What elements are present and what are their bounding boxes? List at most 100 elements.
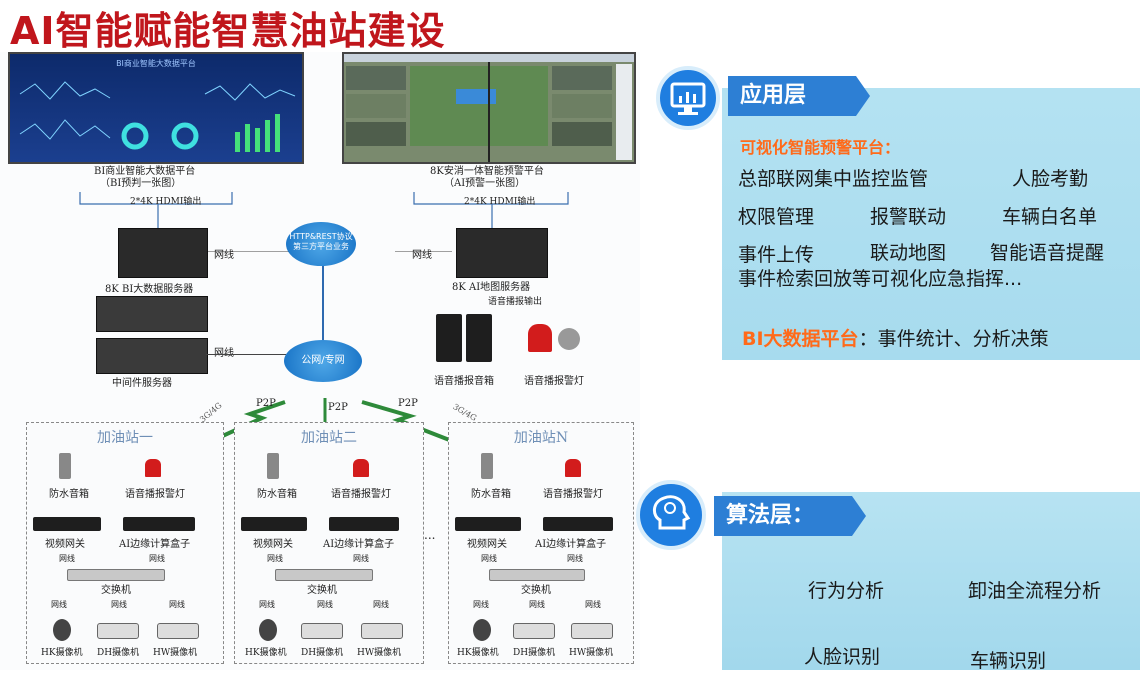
hdmi-right-label: 2*4K HDMI输出 bbox=[464, 197, 536, 207]
bullet-camera-icon bbox=[361, 623, 403, 639]
alarm-light-icon bbox=[145, 459, 161, 477]
cloud-link-arrow bbox=[322, 266, 324, 340]
edge-label: AI边缘计算盒子 bbox=[323, 539, 395, 550]
video-gateway-icon bbox=[241, 517, 307, 531]
bi-platform-text: ：事件统计、分析决策 bbox=[858, 328, 1049, 350]
edge-box-icon bbox=[329, 517, 399, 531]
algo-item: 卸油全流程分析 bbox=[968, 580, 1102, 602]
bullet-camera-icon bbox=[301, 623, 343, 639]
net-label-right-top: 网线 bbox=[412, 250, 432, 261]
ai-monitor-screen bbox=[342, 52, 636, 164]
bullet-camera-icon bbox=[571, 623, 613, 639]
network-cloud-icon: 公网/专网 bbox=[284, 340, 362, 382]
dome-camera-icon bbox=[473, 619, 491, 641]
ai-screen-graphics bbox=[344, 54, 634, 162]
net-label-left-mid: 网线 bbox=[214, 344, 234, 359]
app-feature: 总部联网集中监控监管 bbox=[738, 168, 929, 190]
camera-label: DH摄像机 bbox=[97, 648, 140, 658]
gateway-label: 视频网关 bbox=[253, 539, 293, 550]
net-label: 网线 bbox=[169, 600, 185, 609]
speaker-label: 防水音箱 bbox=[49, 489, 89, 500]
edge-box-icon bbox=[123, 517, 195, 531]
station-title: 加油站二 bbox=[301, 430, 357, 446]
bi-screen-title: BI商业智能大数据平台 bbox=[116, 59, 196, 68]
alarm-label: 语音播报警灯 bbox=[125, 489, 185, 500]
bi-server-label: 8K BI大数据服务器 bbox=[105, 284, 194, 295]
dome-camera-icon bbox=[53, 619, 71, 641]
camera-label: HK摄像机 bbox=[41, 648, 83, 658]
net-label: 网线 bbox=[59, 554, 75, 563]
algo-item: 车辆识别 bbox=[970, 650, 1047, 672]
net-label: 网线 bbox=[529, 600, 545, 609]
page-title: AI智能赋能智慧油站建设 bbox=[10, 9, 446, 53]
application-layer-panel: 可视化智能预警平台： 总部联网集中监控监管 人脸考勤 权限管理 报警联动 车辆白… bbox=[722, 88, 1140, 360]
switch-label: 交换机 bbox=[307, 585, 337, 596]
app-feature: 报警联动 bbox=[870, 206, 947, 228]
alarm-light-icon bbox=[565, 459, 581, 477]
ellipsis: ... bbox=[424, 528, 436, 542]
middleware-server-icon bbox=[96, 338, 208, 374]
middleware-label: 中间件服务器 bbox=[112, 378, 172, 389]
server-unit-icon bbox=[96, 296, 208, 332]
hdmi-left-label: 2*4K HDMI输出 bbox=[130, 197, 202, 207]
bi-platform-label: BI大数据平台 bbox=[742, 328, 859, 350]
speaker-right-icon bbox=[466, 314, 492, 362]
app-feature: 智能语音提醒 bbox=[990, 242, 1105, 264]
bullet-camera-icon bbox=[513, 623, 555, 639]
ai-server-label: 8K AI地图服务器 bbox=[452, 282, 531, 293]
algorithm-layer-tab: 算法层： bbox=[714, 496, 866, 536]
switch-icon bbox=[489, 569, 585, 581]
bi-caption-1: BI商业智能大数据平台 bbox=[94, 166, 196, 177]
algo-item: 人脸识别 bbox=[804, 646, 881, 668]
camera-label: HK摄像机 bbox=[245, 648, 287, 658]
bullet-camera-icon bbox=[97, 623, 139, 639]
ai-caption-2: （AI预警一张图） bbox=[444, 178, 526, 189]
architecture-diagram: BI商业智能大数据平台 BI商业智能大数据平台 （BI预判一张图） 8K安消一体… bbox=[0, 52, 640, 670]
dome-camera-icon bbox=[259, 619, 277, 641]
gateway-label: 视频网关 bbox=[467, 539, 507, 550]
speaker-box-label: 语音播报音箱 bbox=[434, 376, 494, 387]
algo-item: 行为分析 bbox=[808, 580, 885, 602]
net-label: 网线 bbox=[585, 600, 601, 609]
net-label: 网线 bbox=[267, 554, 283, 563]
bullet-camera-icon bbox=[157, 623, 199, 639]
switch-icon bbox=[67, 569, 165, 581]
switch-label: 交换机 bbox=[521, 585, 551, 596]
net-label: 网线 bbox=[481, 554, 497, 563]
app-feature: 车辆白名单 bbox=[1002, 206, 1098, 228]
cloud-top-line-1: HTTP&REST协议 bbox=[289, 232, 353, 241]
diagram-connectors bbox=[79, 192, 569, 252]
alarm-light-label: 语音播报警灯 bbox=[524, 376, 584, 387]
monitor-chart-icon bbox=[656, 66, 720, 130]
app-feature: 人脸考勤 bbox=[1012, 168, 1089, 190]
video-gateway-icon bbox=[455, 517, 521, 531]
net-label: 网线 bbox=[51, 600, 67, 609]
third-party-cloud-icon: HTTP&REST协议 第三方平台业务 bbox=[286, 222, 356, 266]
station-title: 加油站一 bbox=[97, 430, 153, 446]
alarm-label: 语音播报警灯 bbox=[543, 489, 603, 500]
bi-caption-2: （BI预判一张图） bbox=[100, 178, 182, 189]
app-feature: 权限管理 bbox=[738, 206, 815, 228]
net-label: 网线 bbox=[111, 600, 127, 609]
speaker-left-icon bbox=[436, 314, 462, 362]
app-feature: 联动地图 bbox=[870, 242, 947, 264]
waterproof-speaker-icon bbox=[481, 453, 493, 479]
station-panel-2: 加油站二 防水音箱 语音播报警灯 视频网关 AI边缘计算盒子 网线 网线 交换机… bbox=[234, 422, 424, 664]
audio-out-label: 语音播报输出 bbox=[488, 297, 543, 307]
alarm-light-icon bbox=[528, 324, 552, 352]
switch-icon bbox=[275, 569, 373, 581]
waterproof-speaker-icon bbox=[267, 453, 279, 479]
net-label: 网线 bbox=[353, 554, 369, 563]
edge-label: AI边缘计算盒子 bbox=[119, 539, 191, 550]
net-label: 网线 bbox=[373, 600, 389, 609]
alarm-light-icon bbox=[353, 459, 369, 477]
station-panel-n: 加油站N 防水音箱 语音播报警灯 视频网关 AI边缘计算盒子 网线 网线 交换机… bbox=[448, 422, 634, 664]
app-feature: 事件检索回放等可视化应急指挥... bbox=[738, 268, 1023, 290]
edge-box-icon bbox=[543, 517, 613, 531]
p2p-mid-label: P2P bbox=[328, 402, 348, 413]
gateway-label: 视频网关 bbox=[45, 539, 85, 550]
connector-line bbox=[206, 354, 286, 355]
net-label: 网线 bbox=[473, 600, 489, 609]
switch-label: 交换机 bbox=[101, 585, 131, 596]
ai-brain-head-icon bbox=[636, 480, 706, 550]
